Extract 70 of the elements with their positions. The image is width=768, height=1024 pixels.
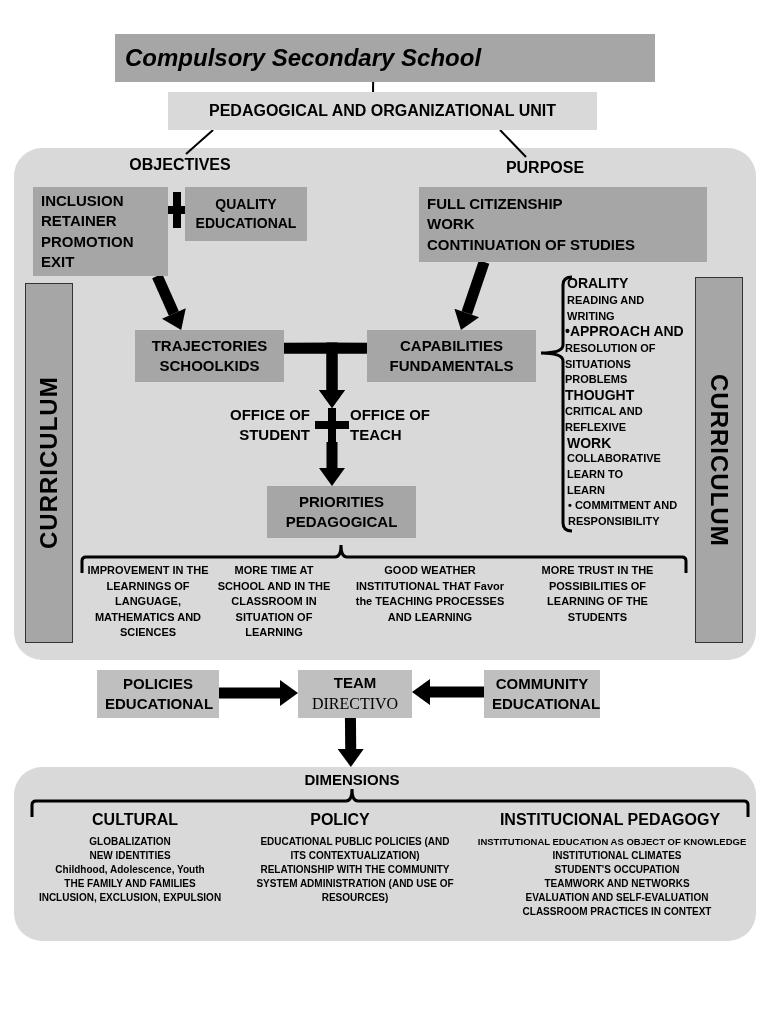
purpose-box (419, 187, 707, 262)
list-item-text: RESOLUTION OF SITUATIONS PROBLEMS (565, 341, 657, 387)
priority-text: IMPROVEMENT IN THE LEARNINGS OF LANGUAGE, MATHEMATICS AND SCIENCES (86, 563, 210, 640)
dimension-item-text: TEAMWORK AND NETWORKS (543, 877, 691, 891)
dimension-item-text: THE FAMILY AND FAMILIES (63, 877, 197, 891)
dimension-item-text: INSTITUTIONAL EDUCATION AS OBJECT OF KNOWLEDGE (476, 835, 748, 849)
objectives-box (33, 187, 168, 276)
connector-line (499, 129, 527, 158)
arrow (152, 273, 186, 330)
box-text: FULL CITIZENSHIP (427, 194, 564, 215)
section-heading: PURPOSE (480, 157, 610, 179)
list-item-text: • COMMITMENT AND RESPONSIBILITY (568, 498, 679, 529)
box-text: PROMOTION (41, 231, 135, 252)
objectives-box: QUALITY EDUCATIONAL (185, 187, 307, 241)
dimension-item-text: GLOBALIZATION (88, 835, 172, 849)
process-box: TRAJECTORIES SCHOOLKIDS (135, 330, 284, 382)
dimension-item-text: EDUCATIONAL PUBLIC POLICIES (AND ITS CONTEXTUALIZATION) (259, 835, 451, 863)
box-text: DIRECTIVO (310, 694, 400, 715)
office-text: OFFICE OF STUDENT (198, 403, 310, 447)
panel-background (14, 767, 756, 941)
section-heading: OBJECTIVES (105, 154, 255, 176)
policies-box: POLICIES EDUCATIONAL (97, 670, 219, 718)
priority-text: GOOD WEATHER INSTITUTIONAL THAT Favor the TEACHING PROCESSES AND LEARNING (354, 563, 506, 625)
title-banner: Compulsory Secondary School (115, 34, 655, 82)
community-box: COMMUNITY EDUCATIONAL (484, 670, 600, 718)
curriculum-band: CURRICULUM (695, 277, 743, 643)
box-text: EXIT (41, 251, 76, 272)
team-box (298, 670, 412, 718)
list-item-text: READING AND WRITING (567, 293, 646, 324)
arrow (219, 680, 298, 707)
dimension-item-text: EVALUATION AND SELF-EVALUATION (524, 891, 710, 905)
curriculum-band: CURRICULUM (25, 283, 73, 643)
unit-box: PEDAGOGICAL AND ORGANIZATIONAL UNIT (168, 92, 597, 130)
process-box: CAPABILITIES FUNDAMENTALS (367, 330, 536, 382)
list-item-text: •APPROACH AND (565, 322, 685, 341)
panel-background (14, 148, 756, 660)
box-text: CONTINUATION OF STUDIES (427, 234, 637, 255)
office-text: OFFICE OF TEACH (350, 403, 450, 447)
connector-line (372, 81, 375, 93)
dimension-item-text: CLASSROOM PRACTICES IN CONTEXT (521, 905, 713, 919)
list-item-text: THOUGHT (565, 386, 636, 405)
list-item-text: LEARN TO LEARN (567, 467, 625, 498)
dimension-item-text: NEW IDENTITIES (88, 849, 172, 863)
box-text: INCLUSION (41, 191, 125, 211)
dimension-item-text: INCLUSION, EXCLUSION, EXPULSION (37, 891, 223, 905)
dimension-heading: POLICY (309, 810, 371, 830)
arrow (454, 260, 490, 330)
arrow (319, 342, 368, 408)
box-text: WORK (427, 214, 476, 235)
box-text: TEAM (332, 673, 378, 694)
dimension-item-text: STUDENT'S OCCUPATION (553, 863, 681, 877)
arrow (319, 442, 345, 486)
section-heading: DIMENSIONS (290, 769, 414, 791)
list-item-text: WORK (567, 434, 613, 453)
dimension-heading: CULTURAL (91, 810, 179, 830)
list-item-text: COLLABORATIVE (567, 451, 662, 466)
priority-text: MORE TIME AT SCHOOL AND IN THE CLASSROOM IN SITUATION OF LEARNING (216, 563, 332, 640)
dimension-item-text: RELATIONSHIP WITH THE COMMUNITY (259, 863, 451, 877)
box-text: RETAINER (41, 211, 118, 232)
arrow (337, 717, 364, 767)
dimension-item-text: Childhood, Adolescence, Youth (54, 863, 206, 877)
dimension-heading: INSTITUCIONAL PEDAGOGY (498, 810, 722, 830)
list-item-text: CRITICAL AND REFLEXIVE (565, 404, 644, 435)
arrow (412, 679, 484, 706)
list-item-text: ORALITY (567, 274, 630, 293)
connector-line (185, 129, 215, 155)
dimension-item-text: INSTITUTIONAL CLIMATES (551, 849, 683, 863)
priority-text: MORE TRUST IN THE POSSIBILITIES OF LEARNING OF THE STUDENTS (540, 563, 655, 625)
priorities-box: PRIORITIES PEDAGOGICAL (267, 486, 416, 538)
dimension-item-text: SYSTEM ADMINISTRATION (AND USE OF RESOURCES) (255, 877, 455, 905)
